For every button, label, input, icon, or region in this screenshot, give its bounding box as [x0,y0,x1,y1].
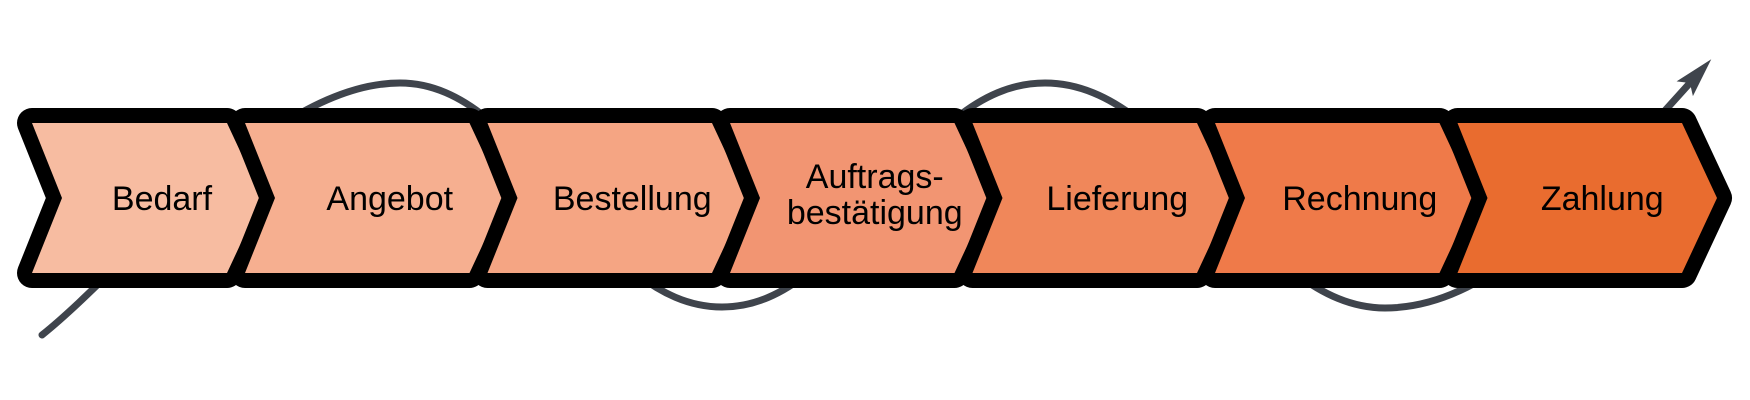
chevron-step: Zahlung [1442,108,1732,288]
chevron-shape [972,123,1232,273]
chevron-label: Bedarf [112,180,213,218]
chevron-label: Lieferung [1046,180,1188,218]
chevron-label-line: Lieferung [1046,180,1188,218]
chevron-shape [32,123,262,273]
chevron-shape [1457,123,1717,273]
chevron-shape [730,123,990,273]
chevron-step: Rechnung [1200,108,1490,288]
chevron-step: Lieferung [957,108,1247,288]
chevron-label-line: Angebot [326,180,453,218]
chevron-label: Zahlung [1541,180,1664,218]
chevron-step: Bestellung [472,108,762,288]
chevron-step: Bedarf [17,108,277,288]
chevron-label-line: Rechnung [1282,180,1437,218]
chevron-label: Rechnung [1282,180,1437,218]
chevron-label-line: bestätigung [787,194,963,232]
chevron-label-line: Auftrags- [806,158,944,196]
chevron-label: Angebot [326,180,453,218]
chevron-step: Auftrags-bestätigung [715,108,1005,288]
chevron-shape [1215,123,1475,273]
chevron-label: Auftrags-bestätigung [787,158,963,232]
chevron-shape [245,123,505,273]
chevron-label-line: Bedarf [112,180,213,218]
chevron-label-line: Zahlung [1541,180,1664,218]
chevron-label: Bestellung [553,180,712,218]
chevron-label-line: Bestellung [553,180,712,218]
chevron-shape [487,123,747,273]
chevron-step: Angebot [230,108,520,288]
chevron-band: Bedarf Angebot Bestellung Auftrags-bestätig… [17,108,1732,288]
